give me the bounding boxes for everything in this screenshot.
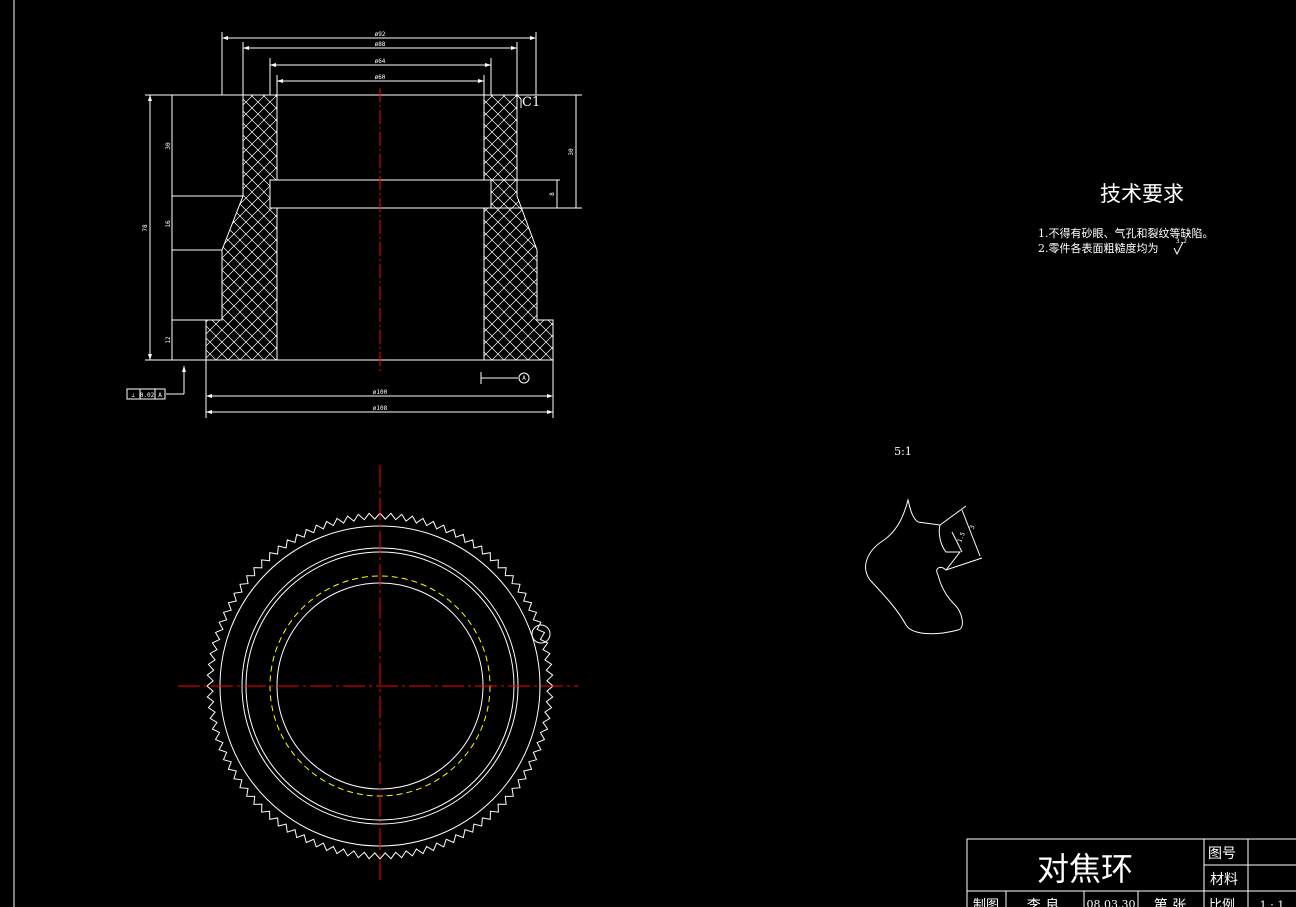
scale-value: 1 : 1 bbox=[1260, 899, 1285, 907]
dim-dia-108: ø108 bbox=[373, 405, 388, 412]
roughness-symbol-icon bbox=[1173, 241, 1184, 256]
scale-label: 比例 bbox=[1209, 898, 1235, 907]
right-wall-hatch bbox=[483, 94, 554, 361]
dim-height-16: 16 bbox=[165, 220, 172, 228]
gdt-datum: A bbox=[158, 392, 162, 399]
drawing-no-label: 图号 bbox=[1208, 846, 1236, 862]
material-label: 材料 bbox=[1210, 872, 1238, 888]
tech-item-2: 2.零件各表面粗糙度均为 bbox=[1038, 241, 1159, 255]
sheets-label: 第 张 bbox=[1154, 897, 1186, 907]
datum-a-label: A bbox=[522, 375, 526, 382]
gdt-frame bbox=[126, 388, 166, 400]
dim-dia-64: ø64 bbox=[375, 58, 386, 65]
datum-a-circle bbox=[518, 372, 530, 384]
part-name: 对焦环 bbox=[1037, 850, 1133, 888]
title-block bbox=[966, 838, 1296, 907]
draw-date: 08.03.30 bbox=[1087, 898, 1136, 907]
detail-tooth-profile bbox=[865, 498, 983, 635]
tech-title: 技术要求 bbox=[1100, 182, 1184, 206]
detail-callout-circle bbox=[531, 624, 551, 644]
section-view bbox=[126, 32, 582, 418]
dim-dia-88: ø88 bbox=[375, 41, 386, 48]
dim-right-8: 8 bbox=[549, 192, 556, 196]
dimension-arrows bbox=[148, 36, 553, 414]
roughness-value: 3.2 bbox=[1176, 238, 1187, 245]
dim-dia-100: ø100 bbox=[373, 389, 388, 396]
drawn-label: 制图 bbox=[973, 898, 999, 907]
chamfer-label: C1 bbox=[522, 95, 540, 110]
detail-dim-a: 3 bbox=[969, 524, 977, 530]
detail-scale: 5:1 bbox=[894, 445, 912, 458]
dim-dia-60: ø60 bbox=[375, 74, 386, 81]
tech-item-1: 1.不得有砂眼、气孔和裂纹等缺陷。 bbox=[1038, 226, 1214, 240]
gdt-symbol: ⊥ bbox=[131, 392, 135, 399]
dim-right-30: 30 bbox=[568, 148, 575, 156]
dim-total-height: 78 bbox=[142, 224, 149, 232]
dim-height-30: 30 bbox=[165, 142, 172, 150]
dim-height-12: 12 bbox=[165, 336, 172, 344]
gdt-tolerance: 0.02 bbox=[140, 392, 155, 399]
left-wall-hatch bbox=[205, 94, 278, 361]
dim-dia-92: ø92 bbox=[375, 31, 386, 38]
detail-dim-b: 1.5 bbox=[956, 531, 967, 544]
drawn-by: 李 良 bbox=[1027, 898, 1059, 907]
